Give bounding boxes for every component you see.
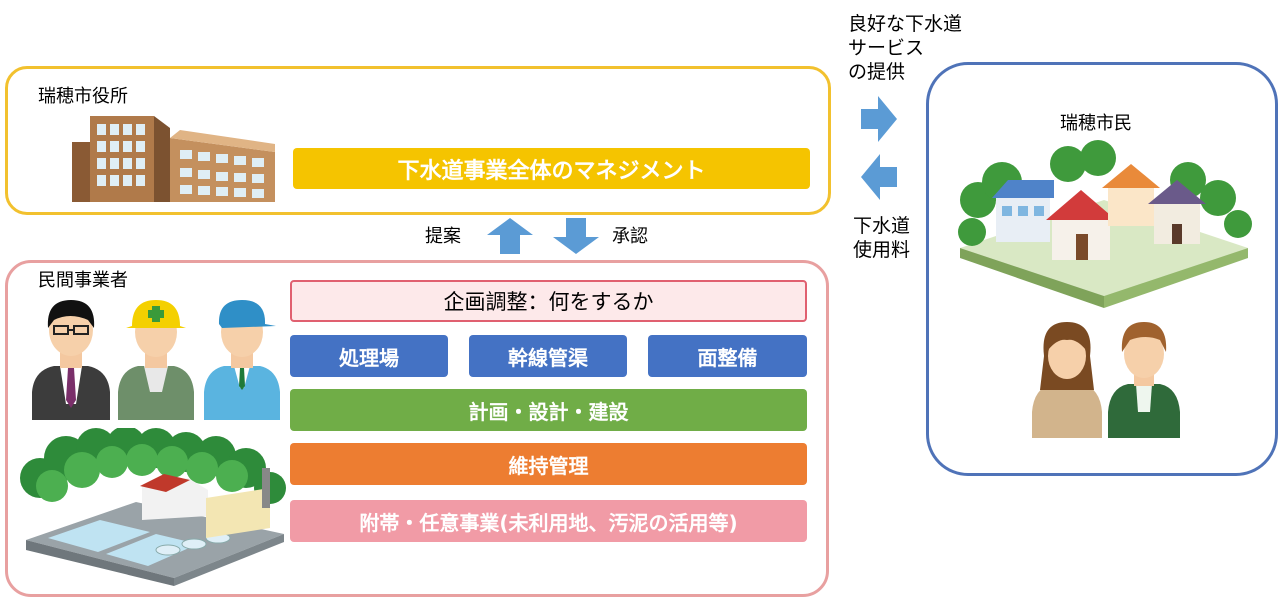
approval-label: 承認: [612, 226, 648, 247]
city-hall-title: 瑞穂市役所: [38, 86, 128, 107]
arrow-left-icon: [861, 154, 897, 200]
private-operators-box: [5, 260, 829, 597]
arrow-up-icon: [487, 218, 533, 254]
fee-label: 下水道 使用料: [853, 215, 911, 261]
maintenance-bar: 維持管理: [290, 443, 807, 485]
ancillary-business-bar: 附帯・任意事業(未利用地、汚泥の活用等): [290, 500, 807, 542]
businessman-icon: [32, 300, 110, 420]
category-treatment-plant: 処理場: [290, 335, 448, 377]
citizens-title: 瑞穂市民: [1060, 113, 1132, 134]
citizen-woman-icon: [1032, 322, 1102, 438]
proposal-label: 提案: [425, 226, 461, 247]
treatment-plant-icon: [20, 428, 286, 586]
engineer-worker-icon: [204, 300, 280, 420]
city-hall-box: [5, 66, 831, 215]
arrow-right-icon: [861, 96, 897, 142]
citizens-box: [926, 62, 1278, 476]
private-operators-title: 民間事業者: [38, 270, 128, 291]
office-building-icon: [72, 116, 275, 202]
service-label: 良好な下水道 サービス の提供: [848, 13, 963, 83]
planning-coordination-bar: 企画調整：何をするか: [290, 280, 807, 322]
management-bar: 下水道事業全体のマネジメント: [293, 148, 810, 189]
construction-worker-icon: [118, 300, 194, 420]
plan-design-build-bar: 計画・設計・建設: [290, 389, 807, 431]
category-trunk-sewer: 幹線管渠: [469, 335, 627, 377]
residential-area-icon: [958, 140, 1252, 308]
citizen-man-icon: [1108, 322, 1180, 438]
category-area-development: 面整備: [648, 335, 807, 377]
arrow-down-icon: [553, 218, 599, 254]
